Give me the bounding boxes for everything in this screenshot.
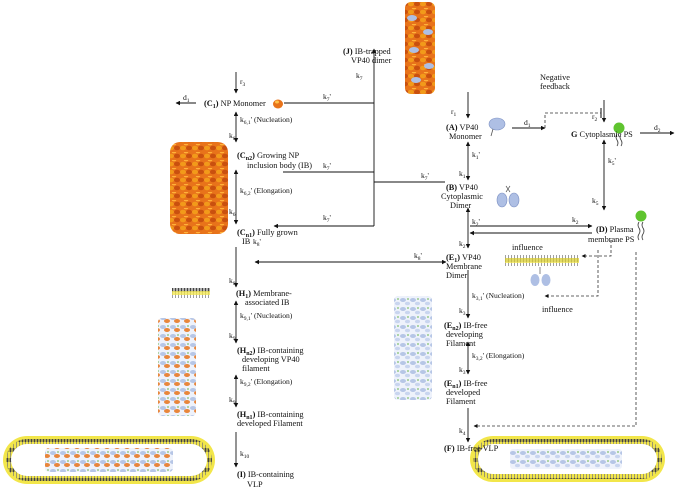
ib-containing-filament-illustration xyxy=(158,318,196,416)
rate-k1: k1 xyxy=(459,169,466,180)
rate-k7p-a: k7' xyxy=(323,92,332,103)
rate-k7: k7 xyxy=(356,71,363,82)
rate-d2: d2 xyxy=(654,123,661,134)
influence-label-bottom: influence xyxy=(542,305,573,314)
node-en1-label-line2: developed xyxy=(446,388,481,397)
rate-k31p: k3,1' (Nucleation) xyxy=(472,291,525,302)
rate-k9a: k9 xyxy=(229,331,236,342)
rate-k2a: k2 xyxy=(572,215,579,226)
rate-k5p: k5' xyxy=(608,156,617,167)
rate-k2p: k2' xyxy=(472,217,481,228)
node-j-label-line2: VP40 dimer xyxy=(351,56,392,65)
vp40-membrane-dimer-illustration xyxy=(505,255,579,286)
node-j-label: (J) IB-trapped xyxy=(343,47,392,56)
rate-k32p: k3,2' (Elongation) xyxy=(472,351,525,362)
node-cn1-label-line2: IB xyxy=(242,237,251,246)
node-g-label: G Cytoplasmic PS xyxy=(571,130,633,139)
rate-k6b: k6 xyxy=(229,207,236,218)
rate-k5: k5 xyxy=(592,196,599,207)
rate-r3: r3 xyxy=(240,77,246,88)
rate-k6a: k6 xyxy=(229,131,236,142)
node-i-label-line2: VLP xyxy=(247,480,263,489)
node-a-label: (A) VP40 xyxy=(446,123,478,132)
node-en1-label: (En1) IB-free xyxy=(444,379,488,390)
node-a-label-line2: Monomer xyxy=(449,132,482,141)
node-hn2-label-line2: developing VP40 xyxy=(242,355,300,364)
rate-k2b: k2 xyxy=(459,239,466,250)
ib-free-filament-illustration xyxy=(394,296,432,400)
node-h1-label: (H1) Membrane- xyxy=(236,289,292,300)
node-d-label-line2: membrane PS xyxy=(588,235,635,244)
rate-d1-mid: d1 xyxy=(524,118,531,129)
node-b-label: (B) VP40 xyxy=(446,183,478,192)
node-en2-label-line2: developing xyxy=(446,330,483,339)
node-b-label-line3: Dimer xyxy=(450,201,471,210)
rate-k4: k4 xyxy=(459,426,466,437)
node-en1-label-line3: Filament xyxy=(446,397,476,406)
node-e1-label-line3: Dimer xyxy=(446,271,467,280)
vp40-dimer-icon xyxy=(496,185,520,208)
negative-feedback-label: Negative xyxy=(540,73,570,82)
rate-k7p-d: k7' xyxy=(421,171,430,182)
np-monomer-icon xyxy=(273,99,283,109)
node-f-label: (F) IB-free VLP xyxy=(444,444,499,453)
node-e1-label-line2: Membrane xyxy=(446,262,482,271)
rate-k7p-c: k7' xyxy=(323,213,332,224)
rate-r2: r2 xyxy=(592,112,598,123)
rate-k10: k10 xyxy=(240,449,250,460)
rate-k8: k8 xyxy=(229,276,236,287)
negative-feedback-label-line2: feedback xyxy=(540,82,571,91)
node-cn1-label: (Cn1) Fully grown xyxy=(237,228,299,239)
node-e1-label: (E1) VP40 xyxy=(446,253,481,264)
rate-k1p: k1' xyxy=(472,150,481,161)
node-cn2-label-line2: inclusion body (IB) xyxy=(247,161,312,170)
influence-label-top: influence xyxy=(512,243,543,252)
vp40-monomer-icon xyxy=(488,117,506,137)
ib-trapped-dimer-illustration xyxy=(405,2,435,94)
growing-ib-illustration xyxy=(170,142,228,234)
rate-k8p-a: k8' xyxy=(253,237,262,248)
node-hn2-label: (Hn2) IB-containing xyxy=(237,346,304,357)
rate-k8p-b: k8' xyxy=(414,251,423,262)
rate-k3a: k3 xyxy=(459,306,466,317)
dashed-regulation-lines xyxy=(473,108,637,428)
rate-k9b: k9 xyxy=(229,395,236,406)
rate-k3b: k3 xyxy=(459,365,466,376)
node-b-label-line2: Cytoplasmic xyxy=(441,192,483,201)
node-hn1-label-line2: developed Filament xyxy=(237,419,303,428)
rate-r1: r1 xyxy=(451,107,457,118)
rate-constants: r3 d1 k7' k6,1' (Nucleation) k6 k7' k6,2… xyxy=(183,71,661,460)
node-i-label: (I) IB-containing xyxy=(237,470,294,479)
plasma-membrane-ps-icon xyxy=(635,210,647,241)
rate-k62p: k6,2' (Elongation) xyxy=(240,186,293,197)
rate-d1-left: d1 xyxy=(183,93,190,104)
cytoplasmic-ps-icon xyxy=(613,122,625,147)
node-hn1-label: (Hn1) IB-containing xyxy=(237,410,304,421)
rate-k61p: k6,1' (Nucleation) xyxy=(240,115,293,126)
rate-k7p-b: k7' xyxy=(323,161,332,172)
node-en2-label-line3: Filament xyxy=(446,339,476,348)
node-h1-label-line2: associated IB xyxy=(245,298,290,307)
reaction-arrows xyxy=(175,48,675,468)
ib-free-vlp-illustration xyxy=(470,436,665,482)
node-c1-label: (C1) NP Monomer xyxy=(204,99,266,110)
rate-k91p: k9,1' (Nucleation) xyxy=(240,311,293,322)
ib-containing-vlp-illustration xyxy=(3,436,215,484)
node-en2-label: (En2) IB-free xyxy=(444,321,488,332)
node-hn2-label-line3: filament xyxy=(242,364,270,373)
rate-k92p: k9,2' (Elongation) xyxy=(240,377,293,388)
membrane-associated-ib-illustration xyxy=(172,288,210,298)
node-d-label: (D) Plasma xyxy=(596,225,634,234)
node-cn2-label: (Cn2) Growing NP xyxy=(237,151,300,162)
